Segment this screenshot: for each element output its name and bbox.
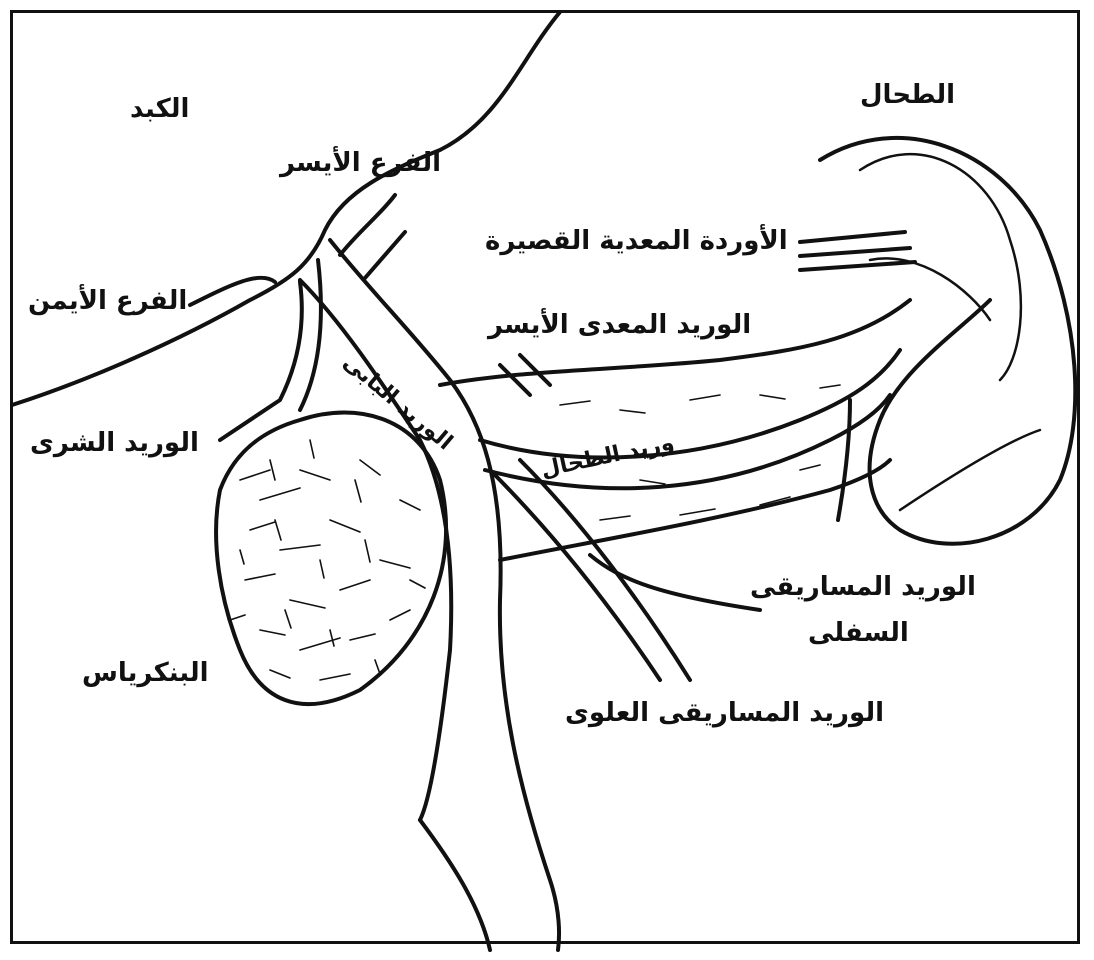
- label-left-branch: الفرع الأيسر: [280, 150, 441, 176]
- label-spleen: الطحال: [860, 82, 955, 108]
- label-liver: الكبد: [130, 96, 189, 122]
- right-branch: [190, 260, 321, 440]
- label-inferior-mesenteric-vein-1: الوريد المساريقى: [750, 574, 976, 600]
- label-superior-mesenteric-vein: الوريد المساريقى العلوى: [565, 700, 884, 726]
- label-left-gastric-vein: الوريد المعدى الأيسر: [488, 312, 751, 338]
- label-inferior-mesenteric-vein-2: السفلى: [808, 620, 909, 646]
- inferior-mesenteric-vein: [490, 460, 690, 680]
- short-gastric-veins: [800, 232, 915, 270]
- label-cystic-vein: الوريد الشرى: [30, 430, 199, 456]
- portal-vein-trunk: [300, 240, 559, 950]
- label-short-gastric-veins: الأوردة المعدية القصيرة: [485, 228, 788, 254]
- spleen-inner: [860, 154, 1040, 510]
- pancreas-texture: [230, 440, 425, 680]
- label-pancreas: البنكرياس: [82, 660, 209, 686]
- left-branch: [340, 195, 395, 255]
- label-right-branch: الفرع الأيمن: [28, 288, 187, 314]
- superior-mesenteric-vein: [590, 555, 760, 610]
- spleen-outline: [820, 138, 1075, 544]
- pancreas-outline: [216, 413, 446, 705]
- liver-outline: [12, 12, 560, 405]
